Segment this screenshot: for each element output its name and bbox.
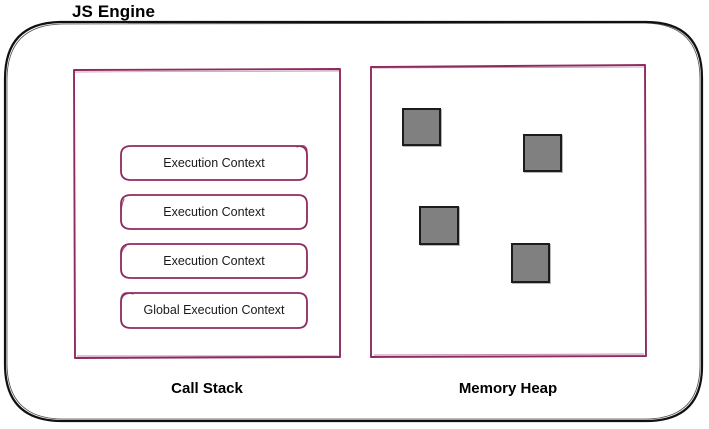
global-execution-context-box[interactable]: Global Execution Context bbox=[121, 293, 307, 327]
js-engine-boundary bbox=[3, 20, 704, 423]
memory-heap-caption: Memory Heap bbox=[458, 380, 558, 397]
heap-block-2[interactable] bbox=[523, 134, 562, 172]
execution-context-label: Execution Context bbox=[163, 253, 265, 268]
execution-context-label: Execution Context bbox=[163, 155, 265, 170]
call-stack-caption: Call Stack bbox=[171, 380, 243, 397]
heap-block-4[interactable] bbox=[511, 243, 550, 283]
execution-context-box-1[interactable]: Execution Context bbox=[121, 146, 307, 180]
global-execution-context-label: Global Execution Context bbox=[143, 302, 285, 317]
execution-context-label: Execution Context bbox=[163, 204, 265, 219]
heap-block-3[interactable] bbox=[419, 206, 459, 245]
heap-block-1[interactable] bbox=[402, 108, 441, 146]
page-title: JS Engine bbox=[72, 2, 156, 21]
execution-context-box-3[interactable]: Execution Context bbox=[121, 244, 307, 278]
execution-context-box-2[interactable]: Execution Context bbox=[121, 195, 307, 229]
